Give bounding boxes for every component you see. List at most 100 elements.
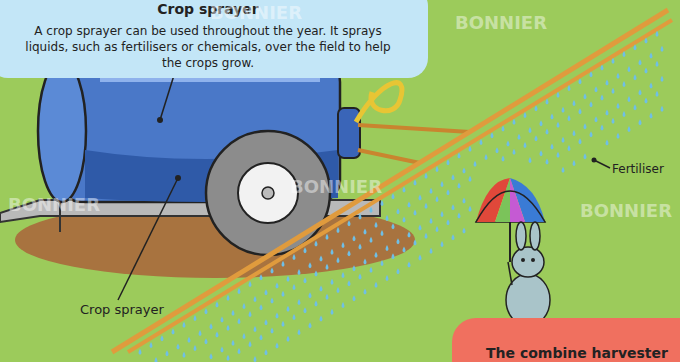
leader-dot bbox=[157, 117, 163, 123]
fertiliser-drop bbox=[524, 112, 527, 118]
fertiliser-drop bbox=[634, 74, 637, 80]
fertiliser-drop bbox=[419, 195, 422, 201]
fertiliser-drop bbox=[452, 234, 455, 240]
fertiliser-drop bbox=[645, 68, 648, 74]
fertiliser-drop bbox=[584, 93, 587, 99]
fertiliser-drop bbox=[287, 336, 290, 342]
fertiliser-drop bbox=[606, 110, 609, 116]
fertiliser-drop bbox=[243, 303, 246, 309]
fertiliser-drop bbox=[441, 181, 444, 187]
fertiliser-drop bbox=[265, 289, 268, 295]
fertiliser-drop bbox=[584, 123, 587, 129]
fertiliser-drop bbox=[381, 230, 384, 236]
fertiliser-drop bbox=[221, 316, 224, 322]
fertiliser-drop bbox=[617, 133, 620, 139]
wheel-axle bbox=[262, 187, 274, 199]
fertiliser-drop bbox=[458, 183, 461, 189]
leader-line bbox=[594, 160, 610, 168]
fertiliser-drop bbox=[359, 213, 362, 219]
fertiliser-drop bbox=[397, 238, 400, 244]
fertiliser-drop bbox=[342, 272, 345, 278]
umbrella-panel bbox=[510, 178, 525, 222]
fertiliser-drop bbox=[337, 287, 340, 293]
fertiliser-drop bbox=[331, 309, 334, 315]
fertiliser-drop bbox=[656, 61, 659, 67]
fertiliser-drop bbox=[557, 122, 560, 128]
fertiliser-drop bbox=[601, 125, 604, 131]
fertiliser-drop bbox=[639, 59, 642, 65]
fertiliser-drop bbox=[595, 86, 598, 92]
fertiliser-drop bbox=[227, 325, 230, 331]
fertiliser-drop bbox=[573, 160, 576, 166]
fertiliser-drop bbox=[469, 206, 472, 212]
hose bbox=[356, 83, 402, 122]
fertiliser-drop bbox=[216, 301, 219, 307]
fertiliser-drop bbox=[551, 143, 554, 149]
part-label: Crop sprayer bbox=[80, 302, 164, 317]
fertiliser-drop bbox=[194, 345, 197, 351]
fertiliser-drop bbox=[298, 329, 301, 335]
fertiliser-drop bbox=[249, 311, 252, 317]
fertiliser-drop bbox=[623, 51, 626, 57]
fertiliser-drop bbox=[419, 225, 422, 231]
fertiliser-drop bbox=[430, 218, 433, 224]
fertiliser-drop bbox=[331, 279, 334, 285]
fertiliser-drop bbox=[309, 262, 312, 268]
fertiliser-drop bbox=[546, 128, 549, 134]
fertiliser-drop bbox=[282, 321, 285, 327]
fertiliser-drop bbox=[436, 196, 439, 202]
fertiliser-drop bbox=[518, 134, 521, 140]
fertiliser-drop bbox=[260, 304, 263, 310]
fertiliser-drop bbox=[249, 341, 252, 347]
wheel-hub bbox=[238, 163, 298, 223]
part-label: Fertiliser bbox=[612, 162, 664, 176]
fertiliser-drop bbox=[386, 245, 389, 251]
fertiliser-drop bbox=[177, 343, 180, 349]
rabbit-arm bbox=[508, 262, 512, 285]
rabbit-eye bbox=[531, 258, 535, 262]
leader-line bbox=[160, 72, 175, 120]
fertiliser-drop bbox=[408, 201, 411, 207]
fertiliser-drop bbox=[320, 256, 323, 262]
tank-outlet bbox=[338, 108, 360, 158]
fertiliser-drop bbox=[254, 296, 257, 302]
fertiliser-drop bbox=[260, 274, 263, 280]
fertiliser-drop bbox=[469, 176, 472, 182]
watermark: BONNIER bbox=[8, 194, 100, 215]
fertiliser-drop bbox=[359, 273, 362, 279]
fertiliser-drop bbox=[309, 292, 312, 298]
fertiliser-drop bbox=[540, 150, 543, 156]
fertiliser-drop bbox=[370, 207, 373, 213]
fertiliser-drop bbox=[568, 115, 571, 121]
fertiliser-drop bbox=[425, 233, 428, 239]
fertiliser-drop bbox=[634, 104, 637, 110]
fertiliser-drop bbox=[238, 348, 241, 354]
fertiliser-drop bbox=[430, 188, 433, 194]
fertiliser-drop bbox=[661, 46, 664, 52]
fertiliser-drop bbox=[188, 337, 191, 343]
fertiliser-drop bbox=[628, 126, 631, 132]
fertiliser-drop bbox=[579, 78, 582, 84]
fertiliser-drop bbox=[232, 310, 235, 316]
fertiliser-drop bbox=[535, 105, 538, 111]
fertiliser-drop bbox=[562, 167, 565, 173]
fertiliser-drop bbox=[183, 352, 186, 358]
leader-line bbox=[118, 178, 178, 300]
fertiliser-drop bbox=[216, 331, 219, 337]
rabbit bbox=[476, 178, 551, 331]
leader-dot bbox=[175, 175, 181, 181]
fertiliser-drop bbox=[551, 113, 554, 119]
fertiliser-drop bbox=[557, 152, 560, 158]
fertiliser-drop bbox=[293, 314, 296, 320]
fertiliser-drop bbox=[265, 349, 268, 355]
fertiliser-drop bbox=[606, 80, 609, 86]
fertiliser-drop bbox=[502, 155, 505, 161]
fertiliser-drop bbox=[304, 277, 307, 283]
fertiliser-drop bbox=[419, 255, 422, 261]
fertiliser-drop bbox=[491, 132, 494, 138]
section-box: The combine harvester bbox=[452, 318, 680, 362]
fertiliser-drop bbox=[276, 313, 279, 319]
watermark: BONNIER bbox=[210, 2, 302, 23]
fertiliser-drop bbox=[364, 228, 367, 234]
rabbit-eye bbox=[521, 258, 525, 262]
